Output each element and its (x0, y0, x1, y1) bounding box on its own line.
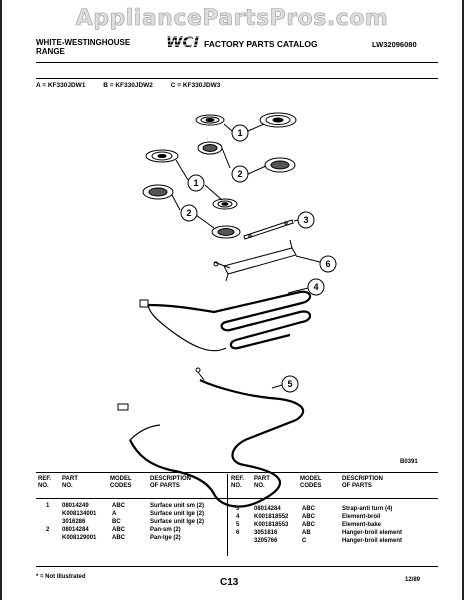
page-number: C13 (220, 577, 239, 588)
drip-pan-left (142, 184, 174, 200)
callout-1-left: 1 (187, 174, 205, 192)
callout-6: 6 (319, 255, 337, 273)
brand-line-2: RANGE (36, 47, 65, 56)
figure-code: B0391 (400, 459, 418, 465)
callout-4: 4 (307, 278, 325, 296)
drip-pan-small-top (197, 141, 223, 155)
callout-3: 3 (297, 211, 315, 229)
table-header-divider (36, 498, 438, 499)
surface-unit-small-top (195, 114, 225, 126)
surface-unit-left (145, 149, 179, 163)
drip-pan-center (211, 225, 241, 239)
catalog-code: LW32096080 (372, 40, 417, 49)
wci-logo-icon: WCI (165, 33, 201, 49)
svg-text:6: 6 (325, 259, 330, 269)
svg-text:2: 2 (186, 208, 191, 218)
table-top-border (36, 472, 438, 473)
header-ref-right: REF. NO. (231, 476, 245, 489)
callout-2-left: 2 (180, 204, 198, 222)
header-model-right: MODEL CODES (300, 476, 322, 489)
model-c: C = KF330JDW3 (170, 82, 221, 89)
header-desc-left: DESCRIPTION OF PARTS (150, 476, 192, 489)
models-divider (36, 78, 438, 79)
table-center-divider (227, 474, 228, 556)
brand-header: WHITE-WESTINGHOUSE RANGE (36, 38, 130, 56)
callout-2-top: 2 (231, 165, 249, 183)
surface-unit-large-top (259, 112, 297, 128)
broil-element (139, 290, 312, 352)
model-a: A = KF330JDW1 (36, 82, 86, 89)
anti-turn-strap (243, 219, 294, 240)
catalog-date: 12/89 (405, 577, 421, 583)
svg-text:2: 2 (237, 169, 242, 179)
watermark: AppliancePartsPros.com (75, 6, 389, 32)
model-list: A = KF330JDW1 B = KF330JDW2 C = KF330JDW… (36, 82, 236, 89)
not-illustrated-note: * = Not Illustrated (36, 574, 86, 580)
bake-element (117, 367, 305, 508)
brand-line-1: WHITE-WESTINGHOUSE (36, 38, 131, 47)
svg-text:1: 1 (237, 128, 242, 138)
header-model-left: MODEL CODES (110, 476, 132, 489)
catalog-title: FACTORY PARTS CATALOG (204, 39, 318, 49)
drip-pan-large-top (264, 157, 296, 173)
header-desc-right: DESCRIPTION OF PARTS (342, 476, 384, 489)
svg-text:3: 3 (303, 215, 308, 225)
header-part-right: PART NO. (254, 476, 270, 489)
surface-unit-center (212, 198, 238, 210)
header-ref-left: REF. NO. (38, 476, 52, 489)
header-part-left: PART NO. (62, 476, 78, 489)
callout-1-top: 1 (231, 124, 249, 142)
header-divider (36, 62, 438, 63)
broil-element-hanger (213, 239, 297, 282)
callout-5: 5 (281, 375, 299, 393)
table-bottom-border (36, 566, 438, 567)
svg-text:1: 1 (193, 178, 198, 188)
svg-text:4: 4 (313, 282, 318, 292)
model-b: B = KF330JDW2 (103, 82, 153, 89)
svg-text:5: 5 (287, 379, 292, 389)
